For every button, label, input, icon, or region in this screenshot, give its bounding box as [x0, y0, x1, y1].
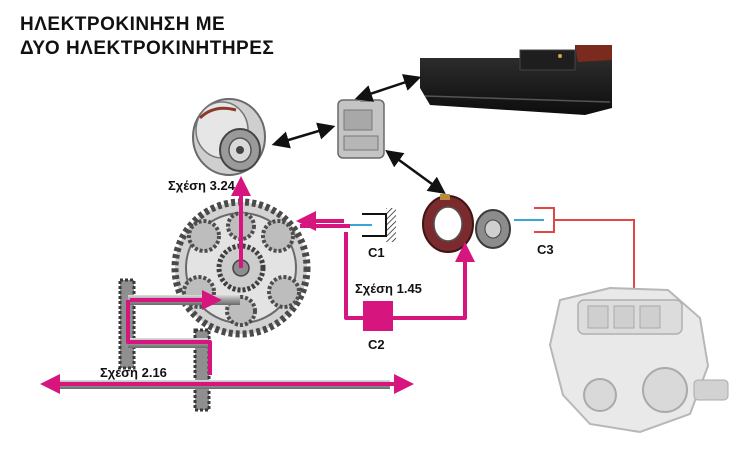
clutch-c2-label: C2 — [368, 337, 385, 352]
electric-motor-a-icon — [192, 98, 266, 176]
clutch-c2-icon — [363, 301, 393, 331]
arrow-inverter-motor-b — [385, 149, 446, 195]
ratio-output-label: Σχέση 2.16 — [100, 365, 167, 380]
clutch-c3-icon — [514, 207, 635, 296]
electric-motor-b-icon — [422, 194, 511, 253]
clutch-c1-label: C1 — [368, 245, 385, 260]
inverter-icon — [337, 94, 385, 159]
ratio-motor-a-label: Σχέση 3.24 — [168, 178, 236, 193]
arrow-inverter-motor-a — [271, 122, 336, 149]
battery-pack-icon — [420, 45, 612, 115]
clutch-c3-label: C3 — [537, 242, 554, 257]
engine-icon — [548, 286, 729, 434]
ratio-c2-label: Σχέση 1.45 — [355, 281, 422, 296]
arrow-inverter-battery — [354, 74, 422, 102]
title-line-2: ΔΥΟ ΗΛΕΚΤΡΟΚΙΝΗΤΗΡΕΣ — [20, 38, 275, 59]
title-line-1: ΗΛΕΚΤΡΟΚΙΝΗΣΗ ΜΕ — [20, 14, 226, 35]
